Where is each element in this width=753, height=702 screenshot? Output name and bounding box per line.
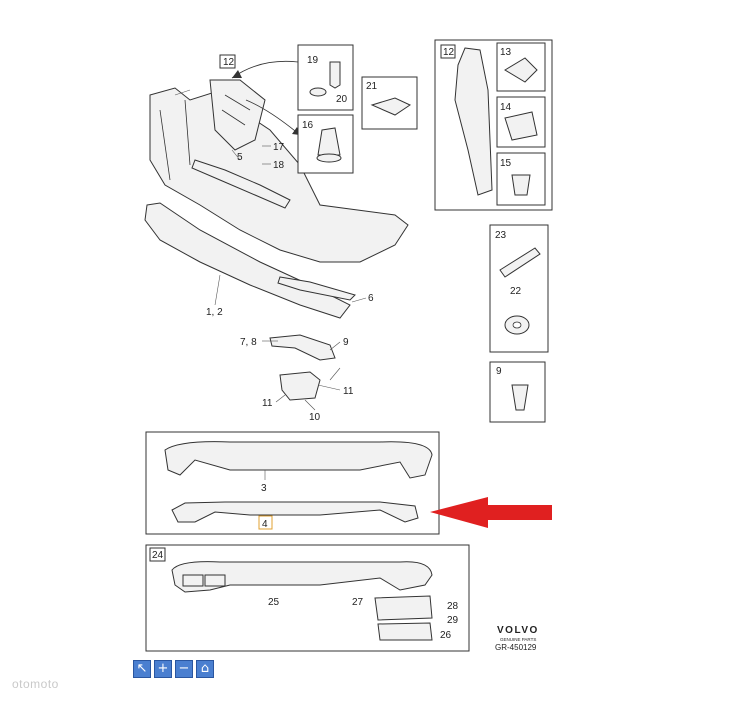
callout-9: 9	[343, 337, 349, 348]
screw-icon	[499, 247, 541, 278]
push-clip-icon	[317, 127, 341, 156]
callout-13: 13	[500, 47, 512, 58]
tailpipe-trim-icon	[374, 595, 433, 621]
callout-14: 14	[500, 102, 512, 113]
callout-26: 26	[440, 630, 452, 641]
callout-29: 29	[447, 615, 459, 626]
callout-10: 10	[309, 412, 321, 423]
callout-12-bracket: 12	[443, 47, 455, 58]
callout-5: 5	[237, 152, 243, 163]
select-tool-button[interactable]: ↖	[133, 660, 151, 678]
callout-28: 28	[447, 601, 459, 612]
brand-logo: VOLVO	[497, 625, 539, 636]
diffuser-3	[164, 441, 433, 479]
zoom-out-icon: −	[178, 661, 190, 676]
callout-22: 22	[510, 286, 522, 297]
callout-7-8: 7, 8	[240, 337, 257, 348]
part-box-21	[361, 76, 418, 130]
callout-25: 25	[268, 597, 280, 608]
viewer-toolbar: ↖ + − ⌂	[133, 660, 214, 678]
callout-17: 17	[273, 142, 285, 153]
zoom-out-button[interactable]: −	[175, 660, 193, 678]
callout-18: 18	[273, 160, 285, 171]
callout-24: 24	[152, 550, 164, 561]
watermark: otomoto	[12, 677, 59, 691]
callout-21: 21	[366, 81, 378, 92]
diffuser-25	[171, 561, 433, 593]
callout-16: 16	[302, 120, 314, 131]
callout-27: 27	[352, 597, 364, 608]
callout-23: 23	[495, 230, 507, 241]
callout-19: 19	[307, 55, 319, 66]
clip-13-icon	[504, 57, 538, 83]
callout-9-box: 9	[496, 366, 502, 377]
diffuser-4	[171, 501, 419, 523]
zoom-in-button[interactable]: +	[154, 660, 172, 678]
home-icon: ⌂	[200, 661, 210, 676]
callout-15: 15	[500, 158, 512, 169]
bracket-icon	[454, 47, 493, 196]
callout-4: 4	[262, 519, 268, 530]
rivet-icon	[511, 384, 529, 411]
bumper-assembly	[144, 79, 409, 411]
callout-12: 12	[223, 57, 235, 68]
washer-icon	[309, 87, 327, 97]
highlight-box-4	[258, 515, 273, 530]
brand-tagline: GENUINE PARTS	[500, 637, 536, 642]
red-pointer-arrow	[430, 497, 552, 528]
bolt-icon	[329, 61, 341, 89]
callout-6: 6	[368, 293, 374, 304]
callout-box-12	[219, 54, 236, 69]
callout-3: 3	[261, 483, 267, 494]
select-icon: ↖	[136, 661, 148, 676]
callout-20: 20	[336, 94, 348, 105]
callout-1-2: 1, 2	[206, 307, 223, 318]
home-button[interactable]: ⌂	[196, 660, 214, 678]
zoom-in-icon: +	[157, 661, 169, 676]
tailpipe-icon	[377, 622, 433, 641]
diagram-ref: GR-450129	[495, 643, 537, 652]
clip-15-icon	[511, 174, 531, 196]
clip-14-icon	[504, 111, 538, 141]
part-box-19-20	[297, 44, 354, 111]
callout-11-right: 11	[343, 386, 354, 397]
clip-nut-icon	[370, 97, 412, 116]
callout-11-left: 11	[262, 398, 273, 409]
